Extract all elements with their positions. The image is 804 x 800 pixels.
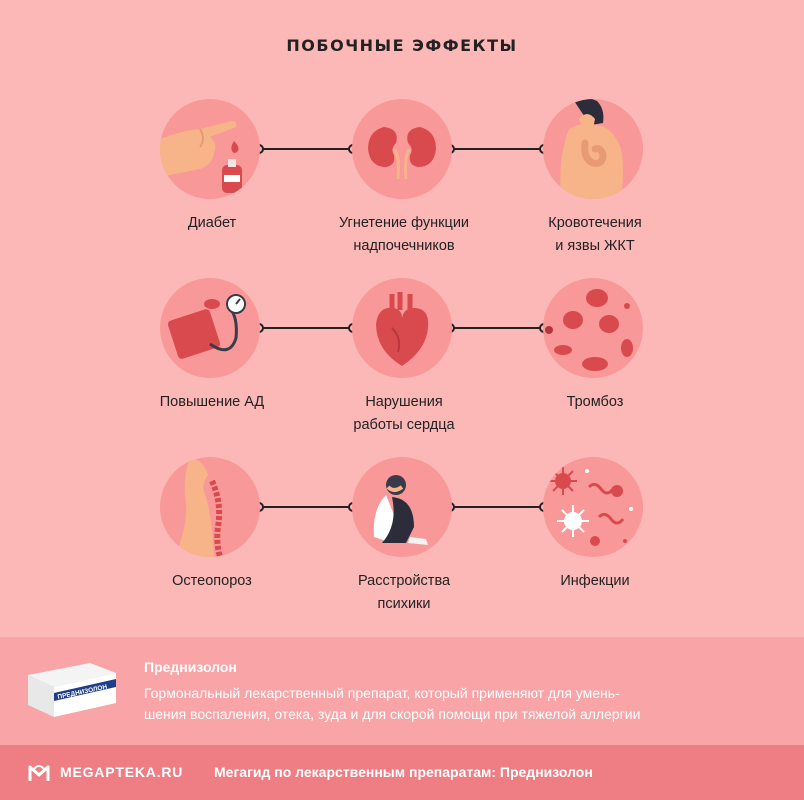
finger-blood-drop-icon [160, 99, 260, 199]
effect-label-adrenal: Угнетение функции надпочечников [338, 215, 470, 254]
effect-label-hypertension: Повышение АД [159, 394, 265, 410]
effect-label-osteoporosis: Остеопороз [172, 573, 252, 589]
microbes-icon [543, 457, 643, 557]
effect-label-heart: Нарушения работы сердца [353, 394, 455, 433]
brand-name[interactable]: MEGAPTEKA.RU [60, 764, 184, 780]
effect-label-psychiatric: Расстройства психики [357, 573, 451, 612]
spine-icon [160, 457, 260, 557]
drug-description: Гормональный лекарственный препарат, кот… [144, 685, 641, 722]
megapteka-logo-icon[interactable] [28, 763, 50, 783]
drug-package-image: ПРЕДНИЗОЛОН [28, 659, 116, 717]
footer: MEGAPTEKA.RU Мегагид по лекарственным пр… [0, 745, 804, 800]
effect-label-thrombosis: Тромбоз [566, 394, 624, 410]
drug-name: Преднизолон [144, 659, 237, 675]
effect-label-infections: Инфекции [560, 573, 630, 589]
effect-label-diabetes: Диабет [187, 215, 237, 231]
kidneys-icon [352, 99, 452, 199]
footer-link[interactable]: Мегагид по лекарственным препаратам: Пре… [214, 764, 593, 780]
stomach-icon [543, 99, 643, 199]
drug-info-band: ПРЕДНИЗОЛОН Преднизолон Гормональный лек… [0, 637, 804, 745]
distressed-person-icon [352, 457, 452, 557]
effect-label-gi-bleeding: Кровотечения и язвы ЖКТ [548, 215, 642, 254]
heart-icon [352, 278, 452, 378]
blood-pressure-cuff-icon [160, 278, 260, 378]
blood-cells-icon [543, 278, 643, 378]
page-title: ПОБОЧНЫЕ ЭФФЕКТЫ [286, 36, 518, 55]
